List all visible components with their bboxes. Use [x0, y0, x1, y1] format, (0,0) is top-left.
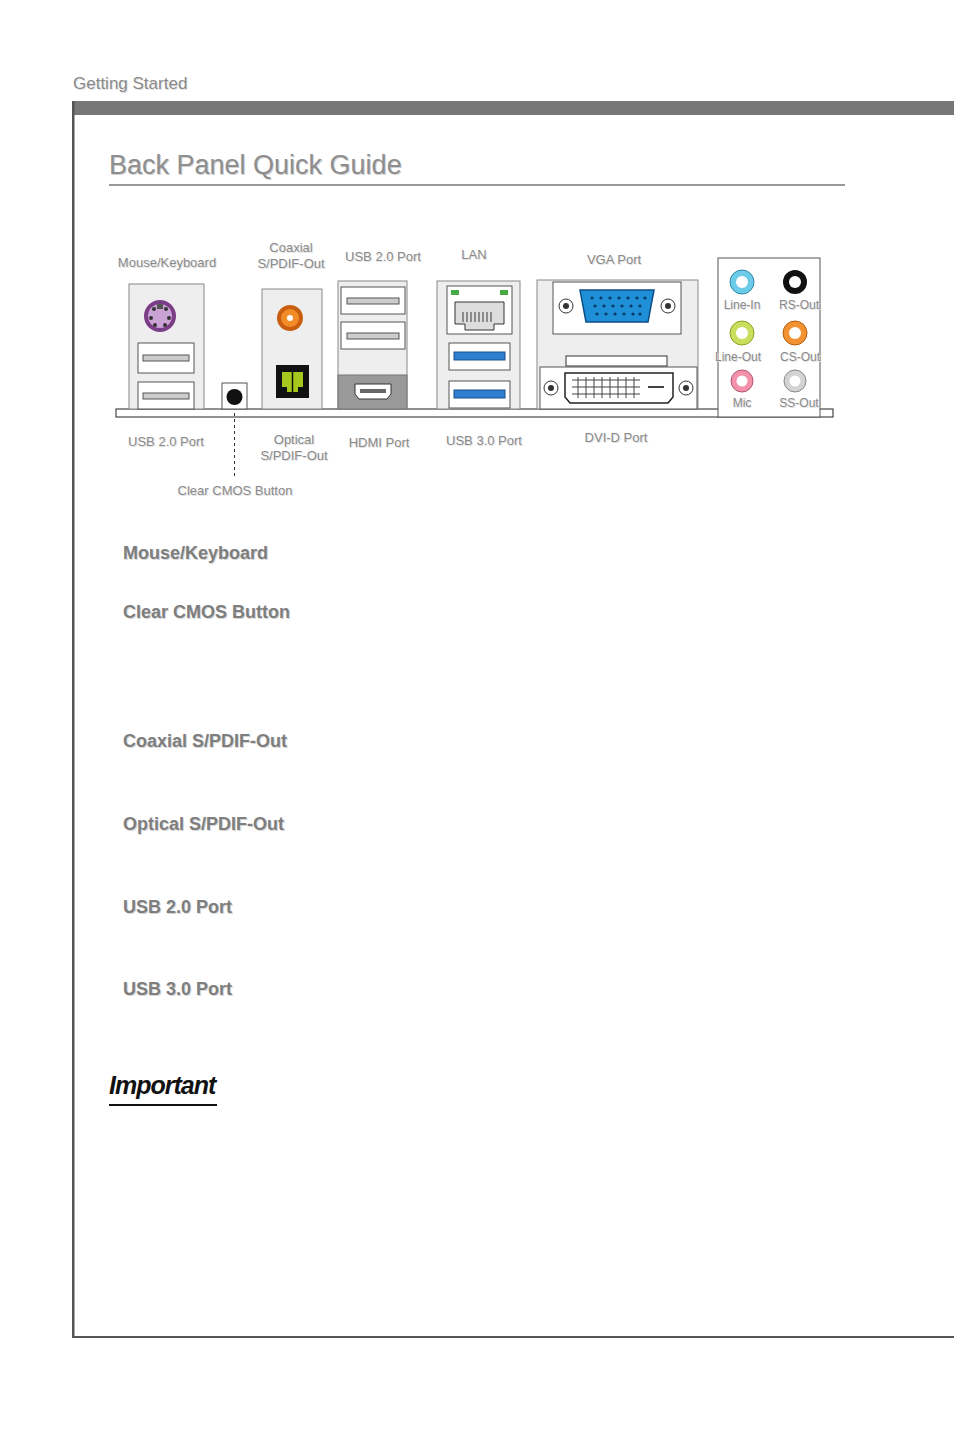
lan-usb3-block: [437, 281, 520, 409]
section-heading: USB 3.0 Port: [123, 979, 523, 1001]
header-bar: [73, 101, 954, 115]
jack-label: SS-Out: [775, 396, 823, 410]
important-rule: [109, 1104, 217, 1106]
jack-label: CS-Out: [776, 350, 824, 364]
title-rule: [109, 184, 845, 186]
port-label: HDMI Port: [329, 435, 429, 451]
clear-cmos-button: [222, 383, 247, 478]
jack-label: Line-In: [716, 298, 768, 312]
jack-label: Mic: [722, 396, 762, 410]
spdif-block: [262, 289, 322, 409]
header-text: Getting Started: [73, 74, 373, 94]
ps2-usb-block: [129, 284, 204, 409]
important-note: Important: [109, 1070, 309, 1100]
jack-label: Line-Out: [708, 350, 768, 364]
section-heading: USB 2.0 Port: [123, 897, 523, 919]
section-heading: Optical S/PDIF-Out: [123, 814, 523, 836]
port-label: USB 2.0 Port: [106, 434, 226, 450]
port-label: USB 2.0 Port: [323, 249, 443, 265]
port-label: USB 3.0 Port: [424, 433, 544, 449]
port-label: LAN: [444, 247, 504, 263]
port-label: Mouse/Keyboard: [102, 255, 232, 271]
section-heading: Coaxial S/PDIF-Out: [123, 731, 523, 753]
vga-dvi-block: [537, 280, 698, 409]
port-label: Optical S/PDIF-Out: [252, 432, 336, 463]
page-title: Back Panel Quick Guide: [109, 150, 402, 181]
frame-line: [72, 1336, 954, 1338]
usb-hdmi-block: [338, 281, 407, 409]
port-label: Coaxial S/PDIF-Out: [249, 240, 333, 271]
frame-line: [72, 101, 75, 1338]
jack-label: RS-Out: [775, 298, 823, 312]
audio-jack-block: [718, 258, 820, 417]
port-label: Clear CMOS Button: [155, 483, 315, 499]
port-label: VGA Port: [554, 252, 674, 268]
section-heading: Clear CMOS Button: [123, 602, 523, 624]
section-heading: Mouse/Keyboard: [123, 543, 523, 565]
port-label: DVI-D Port: [556, 430, 676, 446]
